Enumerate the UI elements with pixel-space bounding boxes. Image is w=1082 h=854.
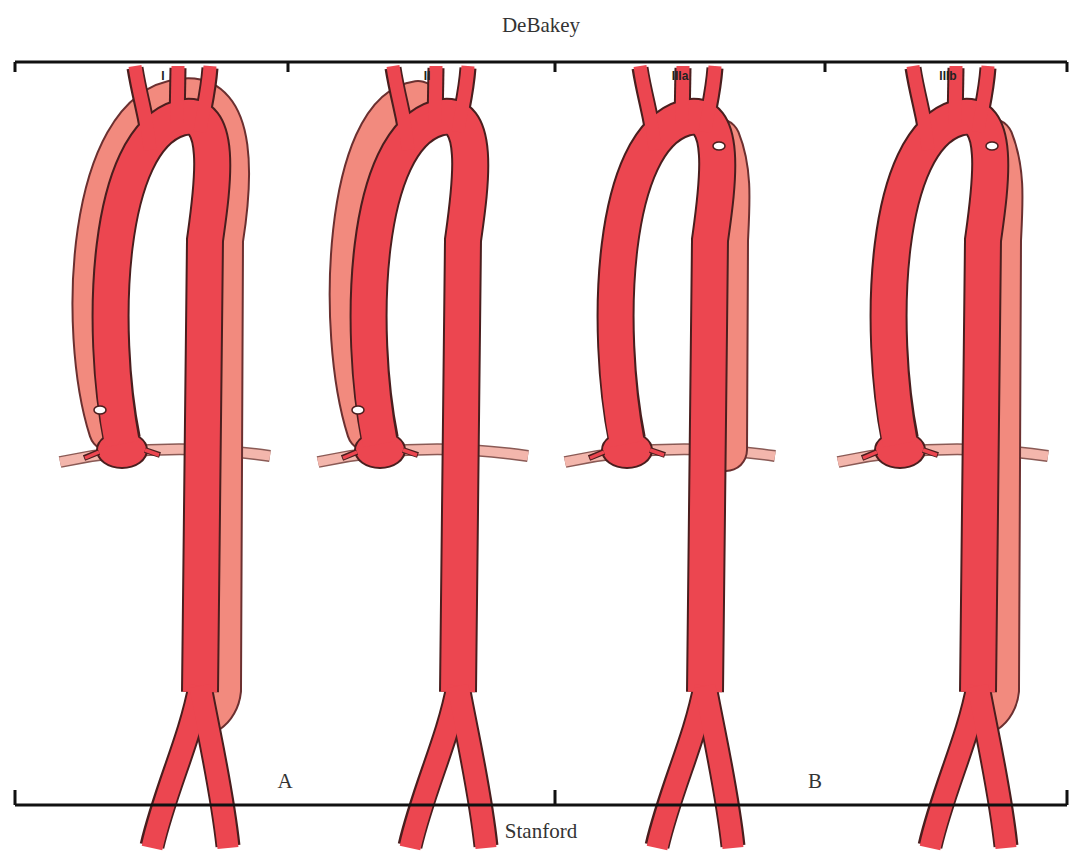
type-numeral: IIIb [939, 70, 956, 83]
type-two-panel [318, 66, 528, 848]
group-letter: A [277, 770, 292, 793]
type-numeral: IIIa [672, 70, 689, 83]
group-letter: B [808, 770, 822, 793]
stanford-bracket [15, 790, 1067, 805]
type-one-panel [60, 66, 270, 848]
type-three-b-panel [838, 66, 1048, 848]
type-numeral: I [161, 70, 164, 83]
type-numeral: II [424, 70, 431, 83]
classification-heading: Stanford [505, 820, 577, 843]
debakey-bracket [15, 62, 1067, 72]
classification-heading: DeBakey [502, 14, 580, 37]
type-three-a-panel [565, 66, 775, 848]
